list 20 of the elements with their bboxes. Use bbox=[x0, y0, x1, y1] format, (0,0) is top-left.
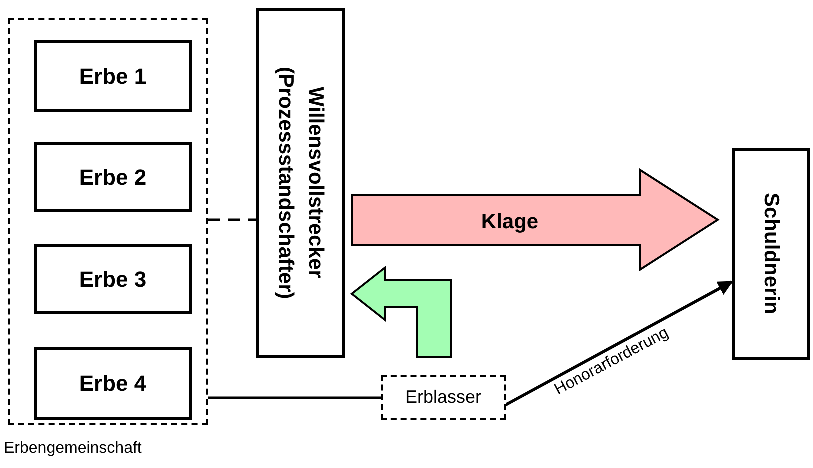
process-box bbox=[732, 148, 810, 360]
node-text: Erbe 1 bbox=[79, 62, 147, 90]
process-box bbox=[256, 8, 345, 358]
process-box bbox=[34, 244, 192, 314]
node-text: Erbe 3 bbox=[79, 266, 147, 294]
group-label: Erbengemeinschaft bbox=[4, 439, 142, 459]
process-box bbox=[34, 142, 192, 212]
node-text: Schuldnerin bbox=[759, 193, 784, 315]
edge-label: Klage bbox=[481, 209, 539, 236]
dashed-connector bbox=[208, 218, 256, 222]
block-arrow bbox=[351, 168, 720, 272]
dashed-box bbox=[381, 375, 506, 420]
process-box bbox=[34, 347, 192, 420]
node-text: Erbe 2 bbox=[79, 164, 147, 192]
node-text: Willensvollstrecker (Prozessstandschafter) bbox=[274, 66, 328, 302]
arrow bbox=[505, 280, 734, 406]
node-text: Erbe 4 bbox=[79, 370, 147, 398]
process-box bbox=[34, 40, 192, 112]
node-text: Erblasser bbox=[405, 386, 482, 409]
block-arrow bbox=[350, 266, 452, 358]
